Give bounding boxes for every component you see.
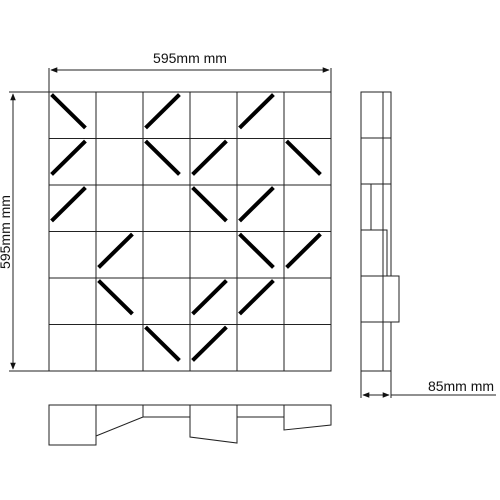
depth-label: 85mm mm — [428, 378, 494, 394]
diagonal-block-edge — [144, 139, 181, 176]
depth-dimension: 85mm mm — [360, 371, 496, 398]
side-block-3 — [360, 183, 372, 231]
side-block-1 — [360, 91, 384, 139]
side-block-5 — [360, 275, 400, 323]
diagonal-block-edge — [285, 139, 322, 176]
diagonal-block-edge — [238, 279, 275, 316]
side-view — [360, 91, 400, 372]
bottom-block-5 — [236, 404, 285, 418]
bottom-block-4 — [189, 404, 238, 444]
diagonal-block-edge — [97, 279, 134, 316]
diagonal-block-edge — [50, 186, 87, 223]
bottom-block-1 — [48, 404, 97, 446]
diagonal-block-edge — [238, 232, 275, 269]
height-label: 595mm mm — [0, 195, 13, 269]
height-dimension: 595mm mm — [0, 91, 49, 372]
diagonal-block-edge — [238, 93, 275, 130]
side-block-2 — [360, 137, 392, 185]
diagonal-block-edge — [191, 139, 228, 176]
diagonal-block-edge — [50, 93, 87, 130]
diagonal-blocks — [50, 93, 322, 362]
diagonal-block-edge — [97, 232, 134, 269]
diagonal-block-edge — [191, 186, 228, 223]
width-label: 595mm mm — [153, 50, 227, 66]
bottom-view — [48, 404, 332, 446]
width-dimension: 595mm mm — [48, 50, 332, 92]
diagonal-block-edge — [191, 279, 228, 316]
diagonal-block-edge — [144, 325, 181, 362]
diagonal-block-edge — [50, 139, 87, 176]
front-view-grid — [49, 92, 331, 371]
bottom-block-6 — [283, 404, 332, 431]
bottom-block-3 — [142, 404, 191, 418]
bottom-block-2 — [95, 404, 144, 437]
front-view — [48, 91, 332, 372]
diagonal-block-edge — [144, 93, 181, 130]
side-block-6 — [360, 321, 392, 372]
diagonal-block-edge — [238, 186, 275, 223]
diagonal-block-edge — [191, 325, 228, 362]
diagonal-block-edge — [285, 232, 322, 269]
